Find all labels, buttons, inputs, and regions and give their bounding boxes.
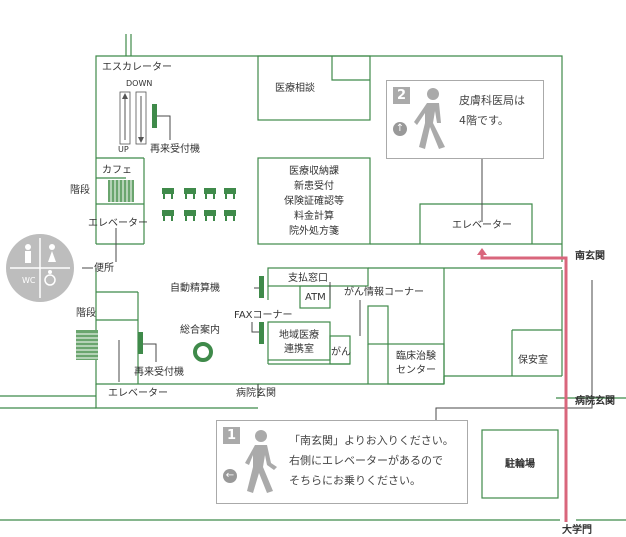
- billing-desk-line: 保険証確認等: [284, 196, 344, 207]
- billing-desk-line: 新患受付: [294, 181, 334, 192]
- billing-desk-line: 料金計算: [294, 211, 334, 222]
- escalator: [119, 91, 147, 145]
- panel-line: 皮膚科医局は: [459, 94, 525, 107]
- chair-icon: [184, 210, 196, 221]
- chair-icon: [162, 210, 174, 221]
- chair-icon: [224, 188, 236, 199]
- walking-person-icon: [414, 88, 445, 149]
- elevator-left-lower-label: エレベーター: [108, 388, 168, 399]
- auto-payment-label: 自動精算機: [170, 283, 220, 294]
- general-info-marker: [193, 342, 213, 362]
- panel-line: 4階です。: [459, 114, 509, 127]
- escalator-label: エスカレーター: [102, 62, 172, 73]
- walking-person-icon: [245, 430, 277, 493]
- lower-stairs: [76, 330, 98, 360]
- general-info-label: 総合案内: [180, 325, 220, 336]
- fax-machine: [259, 322, 264, 344]
- bicycle-parking-label: 駐輪場: [505, 459, 535, 470]
- reentry-reception-machine-bottom: [138, 332, 143, 354]
- panel-line: 「南玄関」よりお入りください。: [289, 434, 454, 447]
- fax-corner-label: FAXコーナー: [234, 310, 293, 321]
- hospital-entrance-outside-label: 病院玄関: [575, 396, 615, 407]
- medical-consultation-label: 医療相談: [275, 83, 315, 94]
- elevator-left-upper-label: エレベーター: [88, 218, 148, 229]
- reentry-reception-top-label: 再来受付機: [150, 144, 200, 155]
- chair-icon: [204, 210, 216, 221]
- south-entrance-label: 南玄関: [575, 251, 605, 262]
- clinical-trial-center-label: 臨床治験 センター: [396, 351, 436, 376]
- chair-icon: [204, 188, 216, 199]
- escalator-up-label: UP: [118, 145, 129, 154]
- route-line: [477, 248, 568, 522]
- reentry-reception-bottom-label: 再来受付機: [134, 367, 184, 378]
- cafe-label: カフェ: [102, 165, 132, 176]
- cancer-info-corner-label: がん情報コーナー: [344, 287, 424, 298]
- waiting-chairs: [162, 188, 236, 221]
- university-gate-label: 大学門: [562, 525, 592, 536]
- chair-icon: [162, 188, 174, 199]
- panel-number-badge: 1: [223, 427, 240, 444]
- panel-line: そちらにお乗りください。: [289, 474, 421, 487]
- escalator-down-label: DOWN: [126, 79, 153, 88]
- reentry-reception-machine-top: [152, 104, 157, 128]
- building-walls: [0, 34, 626, 521]
- machine-markers: [138, 104, 264, 354]
- cancer-small-label: がん: [331, 347, 351, 358]
- info-panel-entrance: 1 ← 「南玄関」よりお入りください。 右側にエレベーターがあるので そちらにお…: [216, 420, 468, 504]
- security-room-label: 保安室: [518, 355, 548, 366]
- left-arrow-icon: ←: [223, 469, 237, 483]
- billing-desk-line: 院外処方箋: [289, 226, 339, 237]
- panel-number-badge: 2: [393, 87, 410, 104]
- regional-liaison-label: 地域医療 連携室: [279, 330, 319, 355]
- info-panel-floor: 2 ↑ 皮膚科医局は 4階です。: [386, 80, 544, 159]
- billing-desk-labels: 医療収納課 新患受付 保険証確認等 料金計算 院外処方箋: [258, 164, 370, 239]
- leader-lines: [82, 115, 593, 420]
- wc-label: WC: [22, 276, 36, 285]
- stairs-upper-label: 階段: [70, 185, 90, 196]
- chair-icon: [224, 210, 236, 221]
- toilet-icon: [6, 234, 74, 302]
- payment-window-label: 支払窓口: [288, 273, 328, 284]
- upper-stairs: [108, 180, 134, 202]
- atm-label: ATM: [305, 292, 326, 303]
- stairs-lower-label: 階段: [76, 308, 96, 319]
- auto-payment-machine: [259, 276, 264, 298]
- chair-icon: [184, 188, 196, 199]
- billing-desk-line: 医療収納課: [289, 166, 339, 177]
- toilet-label: 便所: [94, 263, 114, 274]
- panel-line: 右側にエレベーターがあるので: [289, 454, 443, 467]
- elevator-right-label: エレベーター: [452, 220, 512, 231]
- hospital-entrance-inside-label: 病院玄関: [236, 388, 276, 399]
- up-arrow-icon: ↑: [393, 122, 407, 136]
